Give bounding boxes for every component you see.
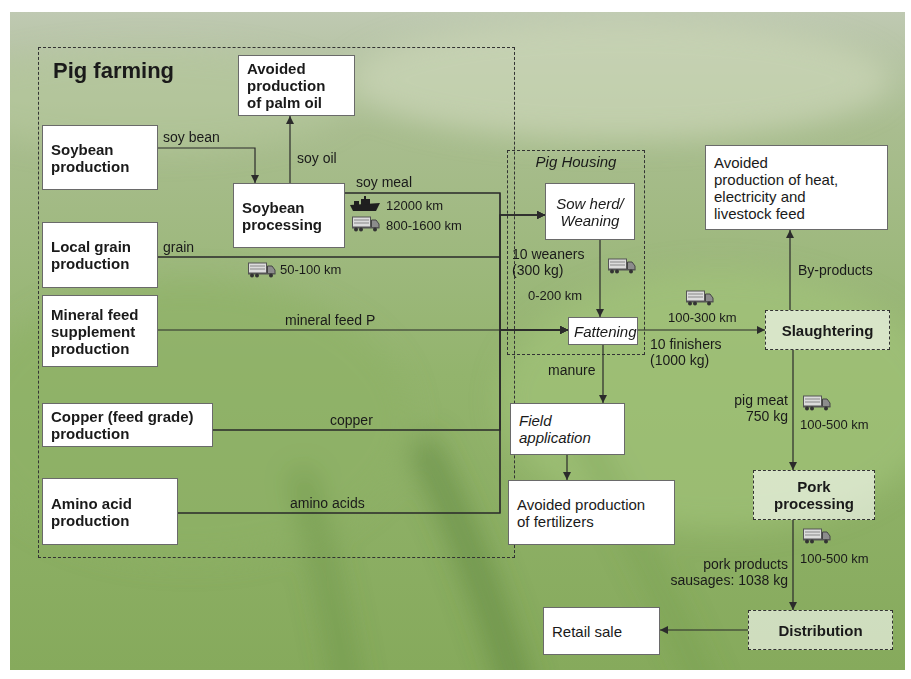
distance-label: 800-1600 km — [386, 218, 462, 233]
truck-icon — [686, 291, 714, 306]
flow-label: amino acids — [290, 495, 365, 511]
output-box: Avoided production of fertilizers — [508, 480, 675, 545]
flow-arrow — [792, 350, 793, 470]
flow-label: 10 finishers (1000 kg) — [650, 336, 735, 368]
node-label: Distribution — [755, 622, 886, 639]
node-label: Pork processing — [760, 478, 868, 512]
truck-icon — [803, 529, 831, 544]
node-label: Soybean production — [51, 141, 149, 175]
flow-arrow — [602, 345, 603, 403]
node-label: Fattening — [574, 323, 632, 340]
flow-label: soy bean — [163, 129, 220, 145]
node-label: Soybean processing — [242, 199, 336, 233]
stage-box: Slaughtering — [765, 310, 890, 350]
flow-arrow — [178, 215, 545, 513]
node-label: Sow herd/ Weaning — [554, 195, 626, 229]
node-label: Field application — [519, 412, 616, 446]
flow-arrow — [345, 193, 545, 215]
flow-arrow — [599, 240, 600, 317]
node-label: Slaughtering — [772, 322, 883, 339]
process-box: Sow herd/ Weaning — [545, 183, 635, 240]
node-label: Avoided production of palm oil — [247, 60, 328, 111]
output-box: Avoided production of heat, electricity … — [705, 145, 888, 230]
node-label: Avoided production of heat, electricity … — [714, 154, 841, 222]
ship-icon — [350, 196, 380, 211]
flow-label: copper — [330, 412, 373, 428]
flow-arrow — [792, 520, 793, 610]
distance-label: 50-100 km — [280, 262, 341, 277]
distance-label: 100-300 km — [668, 310, 737, 325]
field-haze — [350, 20, 890, 140]
process-box: Retail sale — [543, 607, 660, 655]
field-patch — [10, 280, 410, 560]
stage-box: Distribution — [748, 610, 893, 650]
node-label: Retail sale — [552, 623, 651, 640]
flow-arrow — [566, 455, 567, 480]
flow-label: pork products sausages: 1038 kg — [664, 556, 788, 588]
flow-arrow — [660, 629, 748, 630]
process-box: Soybean processing — [233, 183, 345, 248]
flow-label: grain — [163, 239, 194, 255]
distance-label: 100-500 km — [800, 551, 869, 566]
node-label: Local grain production — [51, 238, 149, 272]
region-heading: Pig Housing — [512, 153, 640, 170]
process-box: Field application — [510, 403, 625, 455]
flow-arrow — [158, 215, 545, 257]
distance-label: 0-200 km — [528, 288, 582, 303]
process-box: Amino acid production — [42, 478, 178, 545]
node-label: Amino acid production — [51, 495, 169, 529]
process-box: Mineral feed supplement production — [42, 295, 158, 367]
flow-label: pig meat 750 kg — [728, 392, 788, 424]
truck-icon — [608, 259, 636, 274]
flow-arrow — [638, 329, 765, 330]
flow-arrow — [789, 230, 790, 310]
flow-label: mineral feed P — [285, 312, 375, 328]
process-box: Soybean production — [42, 125, 158, 190]
truck-icon — [352, 217, 380, 232]
node-label: Avoided production of fertilizers — [517, 496, 650, 530]
flow-label: By-products — [798, 262, 873, 278]
process-box: Fattening — [568, 317, 638, 345]
flow-label: soy meal — [356, 174, 412, 190]
node-label: Mineral feed supplement production — [51, 306, 149, 357]
truck-icon — [803, 396, 831, 411]
system-boundary: Pig farmingAvoided production of palm oi… — [38, 47, 515, 558]
distance-label: 12000 km — [386, 198, 443, 213]
stage-box: Pork processing — [753, 470, 875, 520]
flow-arrow — [289, 116, 290, 183]
node-label: Copper (feed grade) production — [51, 408, 204, 442]
process-box: Copper (feed grade) production — [42, 403, 213, 447]
flow-label: 10 weaners (300 kg) — [512, 246, 592, 278]
crop-row — [420, 440, 520, 670]
output-box: Avoided production of palm oil — [238, 55, 355, 116]
flow-arrow — [158, 148, 255, 183]
distance-label: 100-500 km — [800, 417, 869, 432]
process-box: Local grain production — [42, 222, 158, 288]
flow-label: soy oil — [297, 150, 337, 166]
flow-label: manure — [548, 362, 595, 378]
truck-icon — [248, 263, 276, 278]
